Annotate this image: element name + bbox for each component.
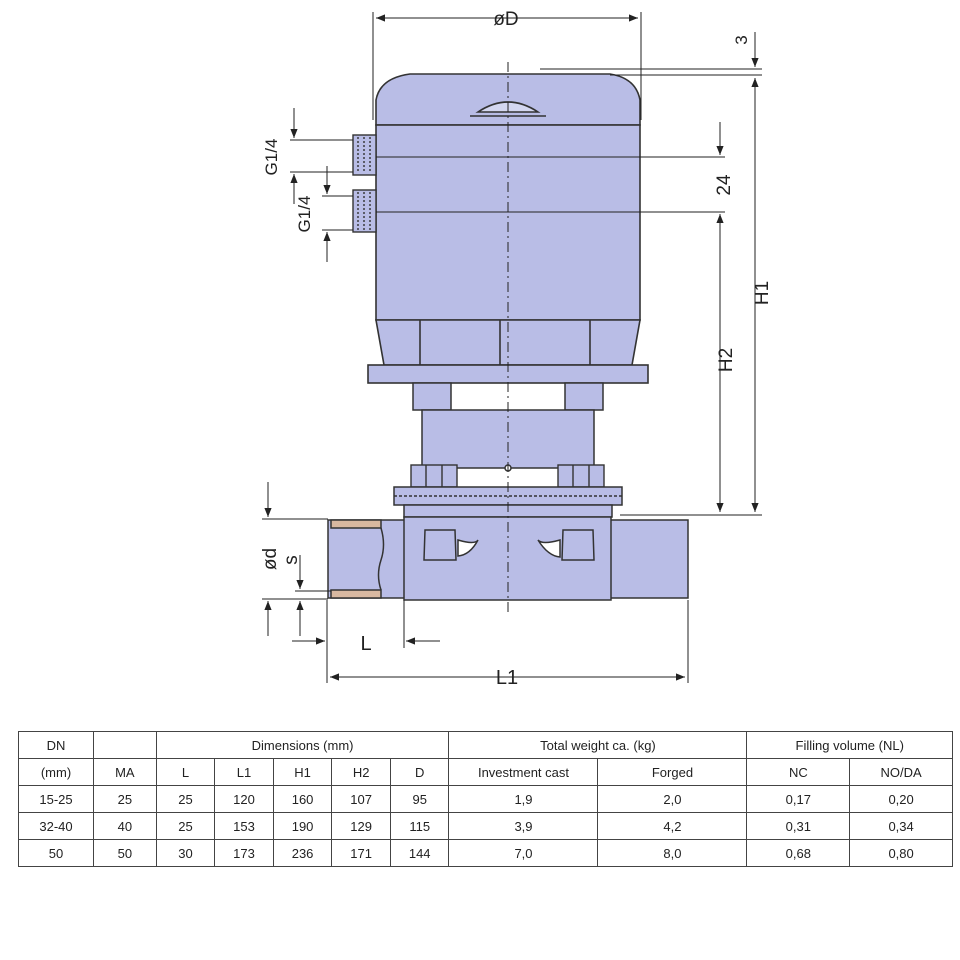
cell-nc: 0,31 [746, 812, 851, 840]
cell-forged: 8,0 [597, 839, 748, 867]
cell-investment: 3,9 [448, 812, 599, 840]
cell-h1: 190 [272, 812, 333, 840]
cell-l1: 120 [214, 785, 274, 813]
header-mm: (mm) [18, 758, 94, 786]
cell-h1: 236 [272, 839, 333, 867]
cell-noda: 0,34 [849, 812, 953, 840]
table-header-row-2: (mm) MA L L1 H1 H2 D Investment cast For… [18, 758, 953, 786]
cell-dn: 50 [18, 839, 94, 867]
dim-od-top: øD [493, 9, 518, 30]
bolts-and-nuts [410, 464, 605, 488]
table-header-row-1: DN Dimensions (mm) Total weight ca. (kg)… [18, 731, 953, 759]
header-dn: DN [18, 731, 94, 759]
dim-h2: H2 [716, 348, 737, 372]
dim-l: L [360, 633, 371, 655]
cell-l: 30 [155, 839, 216, 867]
dim-three: 3 [732, 35, 751, 44]
header-forged: Forged [597, 758, 748, 786]
dim-g14-upper: G1/4 [262, 139, 281, 176]
dim-od-pipe: ød [260, 548, 281, 570]
header-investment-cast: Investment cast [448, 758, 599, 786]
cell-dn: 32-40 [18, 812, 94, 840]
header-ma: MA [93, 758, 157, 786]
header-filling: Filling volume (NL) [746, 731, 953, 759]
cell-noda: 0,80 [849, 839, 953, 867]
cell-nc: 0,68 [746, 839, 851, 867]
cell-forged: 4,2 [597, 812, 748, 840]
table-row: 15-25 25 25 120 160 107 95 1,9 2,0 0,17 … [18, 785, 953, 813]
cell-h2: 171 [331, 839, 391, 867]
cell-l1: 153 [214, 812, 274, 840]
dim-twentyfour: 24 [714, 174, 735, 196]
table-row: 32-40 40 25 153 190 129 115 3,9 4,2 0,31… [18, 812, 953, 840]
header-ma-blank [93, 731, 157, 759]
cell-noda: 0,20 [849, 785, 953, 813]
cell-d: 95 [389, 785, 450, 813]
cell-h2: 107 [331, 785, 391, 813]
dimension-lines [262, 12, 762, 683]
cell-forged: 2,0 [597, 785, 748, 813]
cell-l1: 173 [214, 839, 274, 867]
header-l1: L1 [214, 758, 274, 786]
dimensions-table: DN Dimensions (mm) Total weight ca. (kg)… [18, 731, 953, 867]
cell-h1: 160 [272, 785, 333, 813]
header-weight: Total weight ca. (kg) [448, 731, 748, 759]
cell-investment: 1,9 [448, 785, 599, 813]
cell-l: 25 [155, 785, 216, 813]
air-port-connectors [352, 134, 377, 233]
cell-l: 25 [155, 812, 216, 840]
header-noda: NO/DA [849, 758, 953, 786]
dim-s: s [281, 555, 302, 565]
header-nc: NC [746, 758, 851, 786]
dim-g14-lower: G1/4 [295, 196, 314, 233]
dim-h1: H1 [752, 281, 773, 305]
cell-d: 115 [389, 812, 450, 840]
dim-l1: L1 [496, 667, 518, 689]
header-d: D [389, 758, 450, 786]
cell-dn: 15-25 [18, 785, 94, 813]
cell-ma: 25 [93, 785, 157, 813]
valve-dimension-drawing: øD 3 G1/4 G1/4 24 H1 H2 ød s L L1 [260, 9, 773, 689]
cell-ma: 50 [93, 839, 157, 867]
cell-investment: 7,0 [448, 839, 599, 867]
header-l: L [155, 758, 216, 786]
yoke [412, 382, 604, 472]
header-h2: H2 [331, 758, 391, 786]
cell-d: 144 [389, 839, 450, 867]
header-h1: H1 [272, 758, 333, 786]
cell-nc: 0,17 [746, 785, 851, 813]
table-row: 50 50 30 173 236 171 144 7,0 8,0 0,68 0,… [18, 839, 953, 867]
cell-h2: 129 [331, 812, 391, 840]
cell-ma: 40 [93, 812, 157, 840]
header-dimensions: Dimensions (mm) [155, 731, 450, 759]
